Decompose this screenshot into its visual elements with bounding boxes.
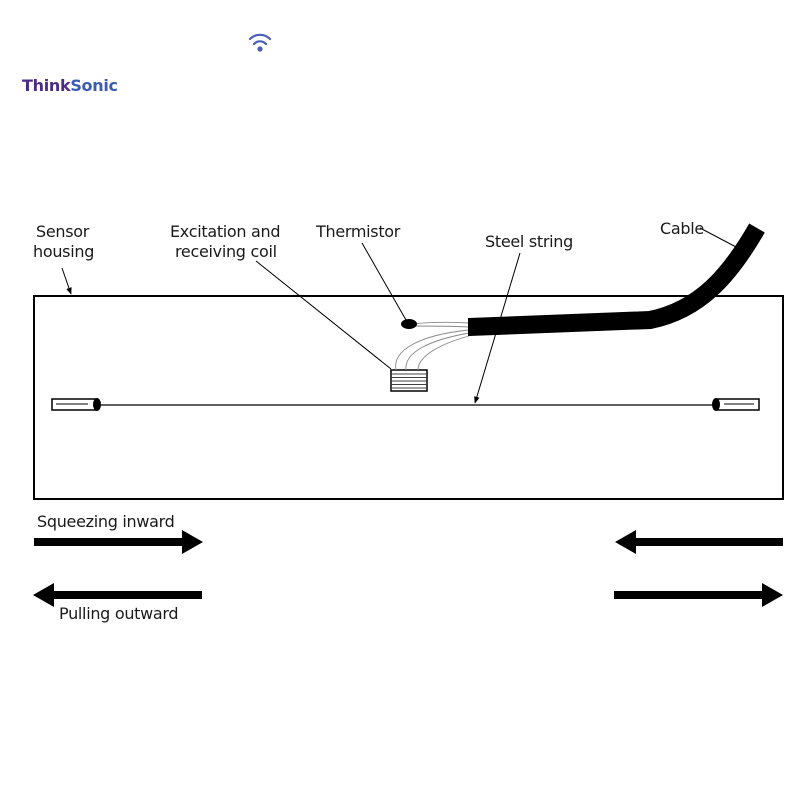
- excitation-coil: [390, 369, 428, 392]
- sensor-housing-label-line2: housing: [33, 242, 94, 261]
- squeezing-label: Squeezing inward: [37, 512, 175, 531]
- pull-arrow-left: [33, 583, 202, 607]
- pulling-label: Pulling outward: [59, 604, 178, 623]
- coil-label-line2: receiving coil: [175, 242, 277, 261]
- left-string-anchor: [51, 398, 101, 411]
- string-leader: [474, 252, 521, 404]
- sensor-housing: [33, 295, 784, 500]
- wifi-signal-icon: [248, 33, 272, 52]
- cable-label: Cable: [660, 219, 704, 238]
- logo-think: Think: [22, 76, 71, 95]
- logo-sonic: Sonic: [70, 76, 117, 95]
- pull-arrow-right: [614, 583, 783, 607]
- cable-leader: [699, 227, 739, 249]
- thermistor-leader: [361, 242, 407, 321]
- thermistor-label: Thermistor: [315, 222, 401, 241]
- steel-string-label: Steel string: [485, 232, 573, 251]
- thinksonic-logo: ThinkSonic: [22, 33, 272, 95]
- leader-lines: [61, 227, 739, 404]
- coil-label-line1: Excitation and: [170, 222, 280, 241]
- cable: [468, 223, 765, 336]
- coil-leader: [255, 260, 392, 370]
- logo-text: ThinkSonic: [22, 76, 118, 95]
- housing-leader: [61, 267, 72, 295]
- sensor-housing-label-line1: Sensor: [36, 222, 90, 241]
- thermistor: [401, 319, 417, 329]
- squeeze-arrow-right: [615, 530, 783, 554]
- lead-wires: [395, 321, 470, 371]
- squeeze-arrow-left: [34, 530, 203, 554]
- right-string-anchor: [712, 398, 760, 411]
